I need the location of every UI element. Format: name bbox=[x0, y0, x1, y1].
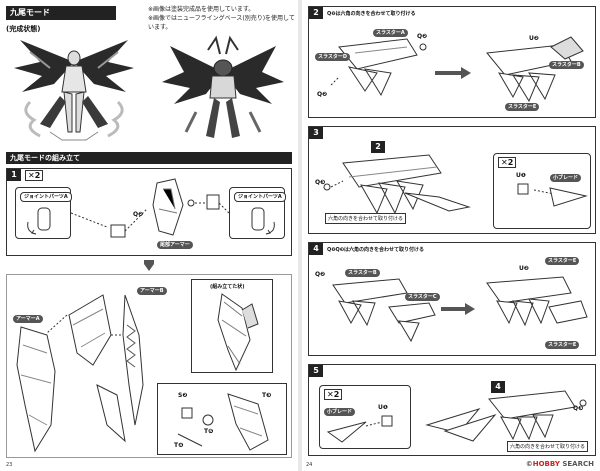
figure-back-illustration bbox=[162, 35, 284, 138]
tail-armor-label: 尾部アーマー bbox=[157, 241, 193, 249]
step-4-thruster-c: スラスターC bbox=[405, 293, 440, 301]
step-3: 3 2 Q❸ 六角の向きを合わせて取り付ける ✕2 U❶ 小ブレード bbox=[308, 126, 596, 234]
step-4-thruster-b: スラスターB bbox=[345, 269, 380, 277]
step-1-drawing bbox=[70, 178, 230, 238]
step-3-hex-note: 六角の向きを合わせて取り付ける bbox=[325, 213, 407, 224]
step-4-instruction: Q❷Q❸は六角の向きを合わせて取り付ける bbox=[327, 247, 424, 253]
step-2-number: 2 bbox=[309, 7, 323, 19]
detail-t3: T❸ bbox=[262, 392, 272, 399]
joint-inset-right: ジョイントパーツA bbox=[229, 187, 286, 239]
step-3-multiplier: ✕2 bbox=[498, 157, 517, 168]
detail-t6: T❻ bbox=[204, 428, 214, 435]
step-5-q3: Q❸ bbox=[573, 405, 584, 412]
step-4-thruster-e1: スラスターE bbox=[545, 257, 580, 265]
detail-s2: S❷ bbox=[178, 392, 188, 399]
note-line-1: ※画像は塗装完成品を使用しています。 bbox=[148, 6, 255, 13]
assembled-label: (組み立てた状) bbox=[210, 284, 245, 290]
step-5: 5 4 ✕2 小ブレード U❶ Q❸ 六角の向きを合わせて取り付ける bbox=[308, 364, 596, 456]
step-2-thruster-d: スラスターD bbox=[315, 53, 351, 61]
step-4-number: 4 bbox=[309, 243, 323, 255]
armor-assembly-drawing bbox=[16, 294, 144, 453]
step-4: 4 Q❷Q❸は六角の向きを合わせて取り付ける Q❷ スラスターB スラスターC … bbox=[308, 242, 596, 356]
step-4-thruster-e2: スラスターE bbox=[545, 341, 580, 349]
step-5-multiplier: ✕2 bbox=[324, 389, 343, 400]
step-5-inset: ✕2 小ブレード U❶ bbox=[319, 385, 411, 449]
small-blade-drawing bbox=[517, 183, 588, 207]
down-arrow-icon bbox=[144, 260, 154, 271]
detail-parts-drawing bbox=[177, 393, 269, 451]
note-line-2: ※画像ではニューフライングベース(別売り)を使用しています。 bbox=[148, 15, 295, 31]
step-3-q3: Q❸ bbox=[315, 179, 326, 186]
step-3-u1: U❶ bbox=[516, 172, 526, 179]
notes: ※画像は塗装完成品を使用しています。 ※画像ではニューフライングベース(別売り)… bbox=[148, 5, 298, 32]
right-page: 2 Q❷は六角の向きを合わせて取り付ける スラスターA スラスターD Q❷ Q❷… bbox=[302, 0, 600, 471]
watermark: ©HOBBY SEARCH bbox=[526, 460, 594, 468]
armor-b-label: アーマーB bbox=[137, 287, 167, 295]
completed-photo-front bbox=[10, 32, 138, 144]
assembled-inset: (組み立てた状) bbox=[191, 279, 273, 373]
left-page: 九尾モード ※画像は塗装完成品を使用しています。 ※画像ではニューフライングベー… bbox=[0, 0, 298, 471]
page-number-left: 23 bbox=[6, 462, 13, 468]
step-1-q2: Q❷ bbox=[133, 211, 144, 218]
page-number-right: 24 bbox=[306, 462, 313, 468]
completed-label: (完成状態) bbox=[6, 25, 41, 33]
step-5-ref: 4 bbox=[491, 381, 505, 393]
completed-photo-back bbox=[156, 32, 290, 144]
step-3-drawing bbox=[323, 154, 471, 215]
step-5-drawing bbox=[425, 390, 587, 442]
assembly-section-title: 九尾モードの組み立て bbox=[6, 152, 292, 164]
joint-left-label: ジョイントパーツA bbox=[20, 192, 72, 202]
watermark-brand: HOBBY bbox=[532, 460, 560, 468]
joint-part-right-drawing bbox=[251, 207, 275, 235]
step-5-hex-note: 六角の向きを合わせて取り付ける bbox=[507, 441, 589, 452]
joint-inset-left: ジョイントパーツA bbox=[15, 187, 72, 239]
step-2-thruster-b: スラスターB bbox=[549, 61, 584, 69]
step-3-ref: 2 bbox=[371, 141, 385, 153]
detail-inset: S❷ T❸ T❻ T❹ bbox=[157, 383, 287, 455]
watermark-prefix: © bbox=[525, 460, 533, 468]
step-2-thruster-e: スラスターE bbox=[505, 103, 540, 111]
assembled-armor-drawing bbox=[217, 293, 259, 372]
step-1-multiplier: ✕2 bbox=[25, 170, 44, 181]
step-5-blade-label: 小ブレード bbox=[324, 408, 356, 416]
step-2: 2 Q❷は六角の向きを合わせて取り付ける スラスターA スラスターD Q❷ Q❷… bbox=[308, 6, 596, 118]
step-1: 1 ✕2 ジョイントパーツA ジョイントパーツA bbox=[6, 168, 292, 256]
armor-assembly: アーマーA アーマーB (組み立てた状) bbox=[6, 274, 292, 458]
step-4-u2: U❷ bbox=[519, 265, 529, 272]
step-2-q2-a: Q❷ bbox=[417, 33, 428, 40]
step-4-drawing bbox=[332, 276, 588, 343]
step-3-blade-label: 小ブレード bbox=[550, 174, 582, 182]
step-5-blade-drawing bbox=[326, 415, 393, 443]
figure-front-illustration bbox=[14, 40, 134, 141]
step-3-number: 3 bbox=[309, 127, 323, 139]
page-gutter bbox=[298, 0, 302, 471]
step-3-inset: ✕2 U❶ 小ブレード bbox=[493, 153, 591, 229]
joint-right-label: ジョイントパーツA bbox=[234, 192, 286, 202]
armor-a-label: アーマーA bbox=[13, 315, 43, 323]
step-2-q2-b: Q❷ bbox=[317, 91, 328, 98]
detail-t4: T❹ bbox=[174, 442, 184, 449]
step-5-u1: U❶ bbox=[378, 404, 388, 411]
step-5-number: 5 bbox=[309, 365, 323, 377]
page-title: 九尾モード bbox=[6, 6, 116, 20]
step-4-q2: Q❷ bbox=[315, 271, 326, 278]
joint-part-left-drawing bbox=[27, 207, 51, 235]
step-2-u2: U❷ bbox=[529, 35, 539, 42]
step-2-thruster-a: スラスターA bbox=[373, 29, 408, 37]
step-1-number: 1 bbox=[7, 169, 21, 181]
watermark-suffix: SEARCH bbox=[559, 460, 594, 468]
step-2-instruction: Q❷は六角の向きを合わせて取り付ける bbox=[327, 11, 416, 17]
